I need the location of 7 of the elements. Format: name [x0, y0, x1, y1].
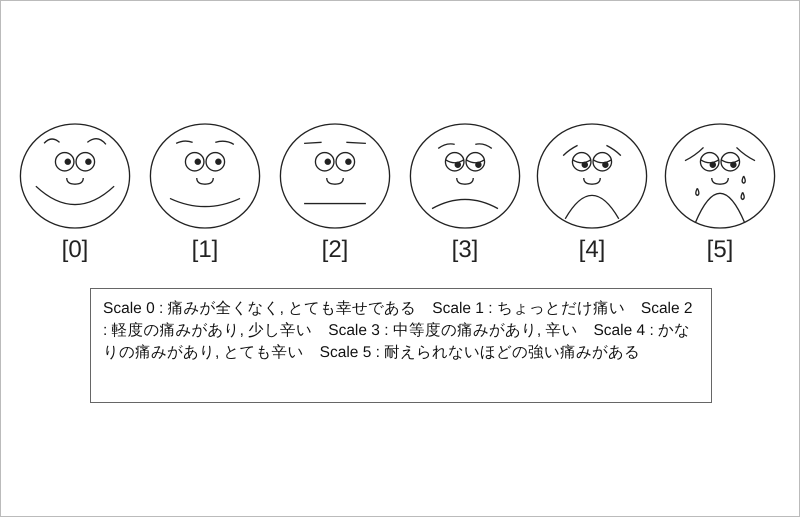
- scale-number: [1]: [190, 236, 220, 264]
- scale-number: [3]: [450, 236, 480, 264]
- scale-number: [4]: [578, 236, 606, 264]
- scale-number: [2]: [320, 236, 350, 264]
- description-box: Scale 0 : 痛みが全くなく, とても幸せである Scale 1 : ちょっとだけ痛い Scale 2 : 軽度の痛みがあり, 少し辛い Scale 3 : 中等度の痛みがあり, 辛い Scale 4 : かなりの痛みがあり, とても辛い Scale 5 : 耐えられないほどの強い痛みがある: [90, 288, 712, 403]
- scale-number: [5]: [706, 236, 734, 264]
- scale-number: [0]: [60, 236, 90, 264]
